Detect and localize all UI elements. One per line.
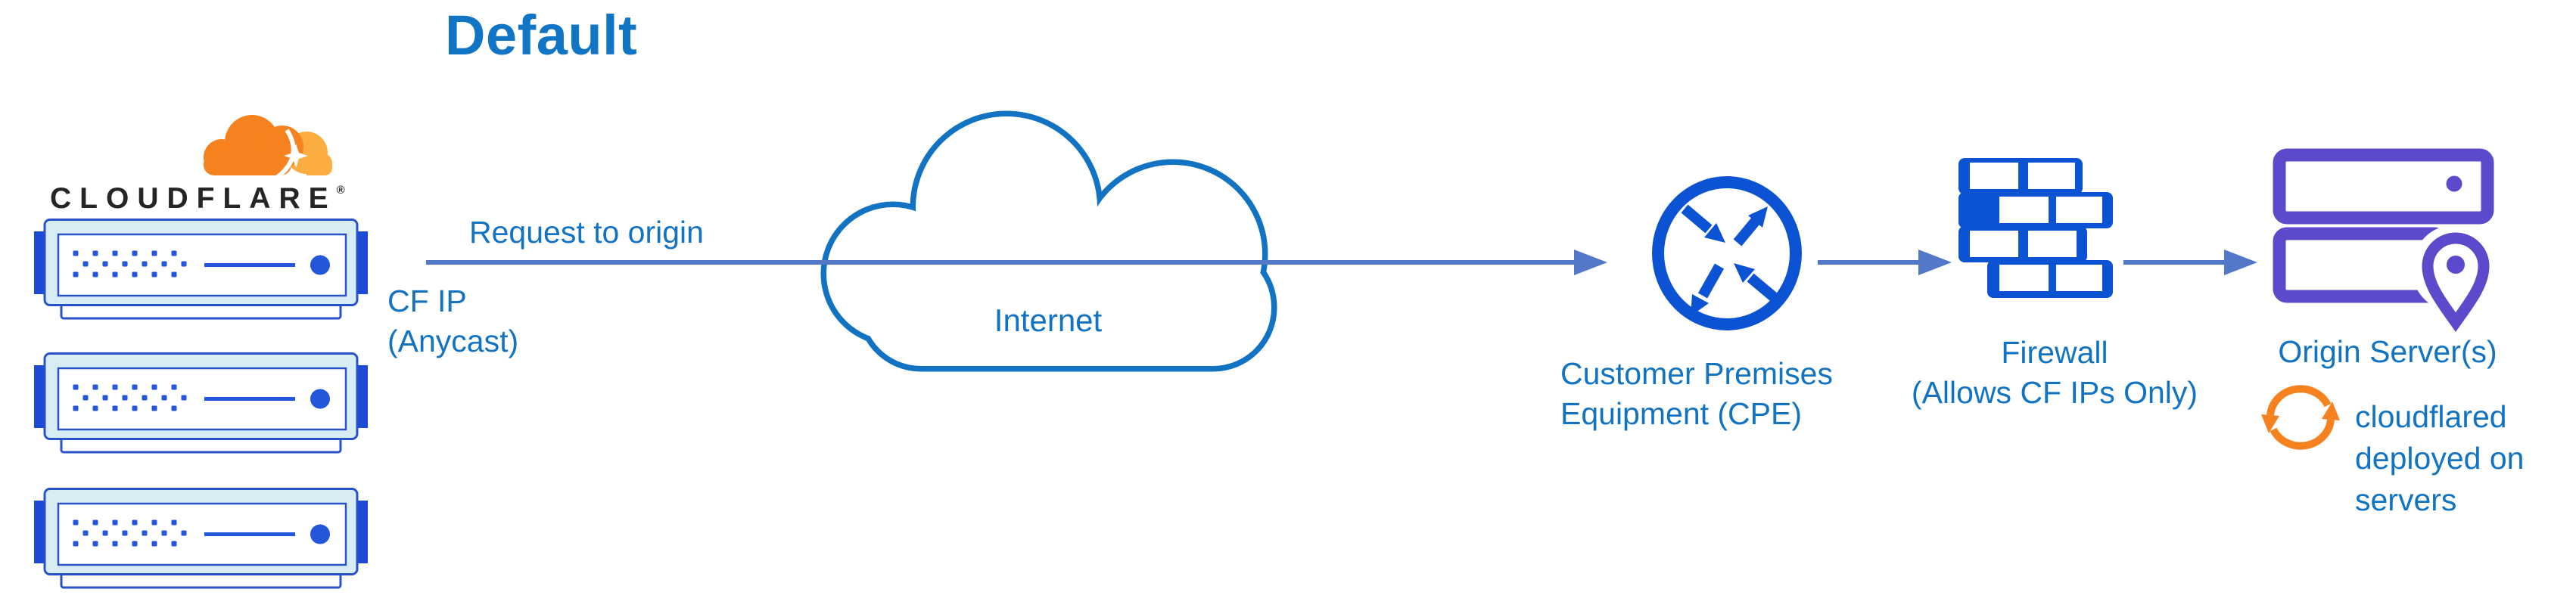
cloudflared-sync-icon bbox=[2261, 385, 2340, 450]
firewall-label-line2: (Allows CF IPs Only) bbox=[1911, 375, 2198, 410]
registered-trademark: ® bbox=[336, 184, 345, 197]
arrow-head-cpe bbox=[1574, 250, 1607, 275]
arrow-head-firewall bbox=[1918, 250, 1952, 275]
cloudflared-label-line2: deployed on bbox=[2355, 441, 2525, 476]
arrow-cpe-to-firewall bbox=[1818, 260, 1920, 265]
origin-servers-label: Origin Server(s) bbox=[2278, 334, 2497, 369]
cloudflare-wordmark: CLOUDFLARE® bbox=[50, 184, 353, 214]
arrow-firewall-to-origin bbox=[2123, 260, 2226, 265]
cpe-label-line2: Equipment (CPE) bbox=[1560, 396, 1803, 431]
cpe-label: Customer Premises Equipment (CPE) bbox=[1560, 354, 1833, 434]
arrow-cloudflare-to-cpe bbox=[426, 260, 1576, 265]
cloudflare-wordmark-text: CLOUDFLARE bbox=[50, 182, 337, 215]
cloudflared-label: cloudflared deployed on servers bbox=[2355, 396, 2524, 521]
firewall-label: Firewall (Allows CF IPs Only) bbox=[1888, 333, 2221, 413]
cloudflare-edge-servers-icon bbox=[34, 219, 368, 592]
cf-ip-line1: CF IP bbox=[387, 284, 467, 318]
firewall-label-line1: Firewall bbox=[2001, 335, 2108, 370]
cpe-label-line1: Customer Premises bbox=[1560, 356, 1833, 391]
cpe-router-icon bbox=[1652, 176, 1802, 330]
origin-servers-icon bbox=[2273, 148, 2499, 332]
request-to-origin-label: Request to origin bbox=[469, 215, 704, 250]
location-pin-icon bbox=[2422, 232, 2490, 332]
cf-ip-line2: (Anycast) bbox=[387, 324, 519, 358]
cloudflare-logo-icon bbox=[204, 115, 332, 180]
cloudflared-label-line3: servers bbox=[2355, 482, 2457, 517]
cf-ip-anycast-label: CF IP (Anycast) bbox=[387, 281, 518, 361]
cloudflared-label-line1: cloudflared bbox=[2355, 399, 2507, 434]
firewall-icon bbox=[1958, 158, 2113, 298]
page-title: Default bbox=[445, 4, 638, 67]
arrow-head-origin bbox=[2224, 250, 2257, 275]
internet-label: Internet bbox=[994, 302, 1103, 338]
internet-cloud-icon bbox=[820, 110, 1277, 372]
